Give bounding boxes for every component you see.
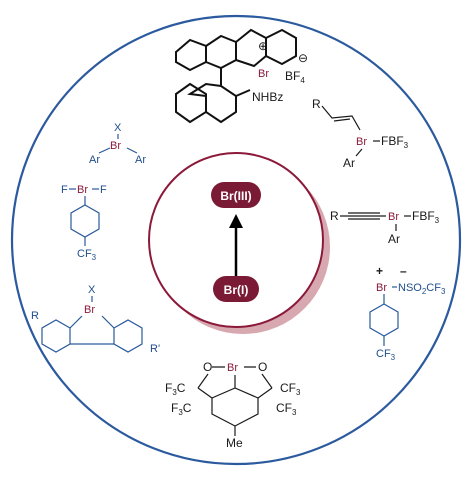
diaryl-br: Br [110, 140, 121, 152]
diaryl-bromane: X Br Ar Ar [89, 122, 146, 166]
diaryl-x: X [114, 122, 122, 134]
cyclic-x: X [88, 284, 96, 296]
imido-bromane: + – Br NSO2CF3 CF3 [369, 264, 446, 362]
difluoro-f-right: F [100, 184, 107, 196]
cyclic-r-prime: R' [150, 343, 160, 355]
martin-br: Br [227, 362, 238, 374]
martin-f3c-2: F3C [171, 401, 192, 417]
cyclic-r: R [31, 310, 39, 322]
top-binaphthyl-molecule: Br ⊕ ⊖ BF4 NHBz [175, 28, 308, 124]
top-bf4: BF4 [285, 69, 305, 85]
alkynyl-fbf3: FBF3 [412, 209, 440, 225]
top-plus-charge: ⊕ [258, 39, 268, 53]
br-i-pill [213, 276, 259, 302]
cyclic-br: Br [84, 304, 95, 316]
oxidation-arrow-head [229, 214, 243, 228]
alkynyl-r: R [330, 209, 339, 223]
top-nhbz: NHBz [252, 90, 283, 104]
imido-cf3: CF3 [376, 348, 396, 362]
vinyl-fbf3: FBF3 [381, 134, 409, 150]
imido-plus: + [376, 264, 383, 278]
martin-f3c-1: F3C [165, 381, 186, 397]
cyclic-bromane: X Br R R' [31, 284, 160, 355]
vinyl-r: R [312, 97, 321, 111]
diaryl-ar-left: Ar [89, 154, 100, 166]
br-i-label: Br(I) [224, 283, 249, 297]
alkynyl-bromane: R Br FBF3 Ar [330, 209, 440, 246]
martin-cf3-1: CF3 [280, 381, 301, 397]
imido-nso2cf3: NSO2CF3 [398, 282, 446, 296]
imido-br: Br [376, 282, 387, 294]
difluoro-bromane: F Br F CF3 [61, 184, 107, 262]
top-minus-charge: ⊖ [298, 51, 308, 65]
difluoro-f-left: F [61, 184, 68, 196]
top-br-atom: Br [258, 68, 269, 80]
martin-cf3-2: CF3 [276, 401, 297, 417]
martin-bromane: O Br O F3C CF3 F3C CF3 Me [165, 360, 301, 450]
vinyl-br: Br [356, 136, 367, 148]
difluoro-cf3: CF3 [77, 248, 97, 262]
martin-me: Me [226, 436, 243, 450]
br-iii-label: Br(III) [220, 189, 251, 203]
vinyl-ar: Ar [343, 156, 355, 170]
alkynyl-br: Br [388, 211, 399, 223]
br-iii-pill [211, 182, 261, 208]
outer-ring [10, 14, 462, 466]
imido-minus: – [400, 264, 407, 278]
martin-o-right: O [258, 360, 267, 374]
alkynyl-ar: Ar [388, 232, 400, 246]
vinyl-bromane: R Br FBF3 Ar [312, 97, 409, 170]
martin-o-left: O [203, 360, 212, 374]
diaryl-ar-right: Ar [135, 154, 146, 166]
difluoro-br: Br [77, 184, 88, 196]
